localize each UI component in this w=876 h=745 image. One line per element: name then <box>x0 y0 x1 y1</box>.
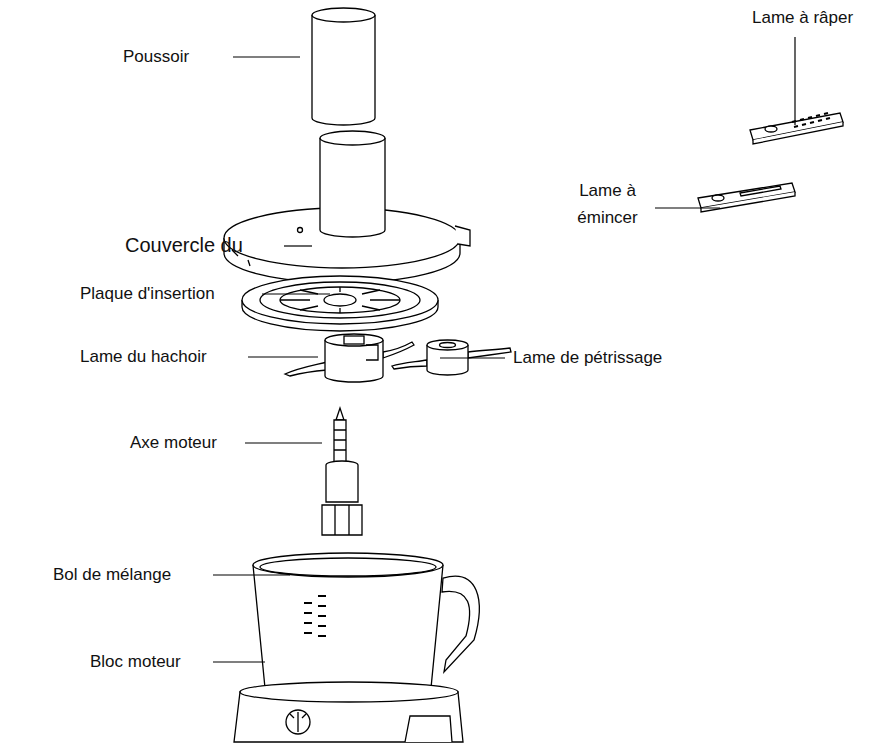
part-label: Lame du hachoir <box>80 346 207 368</box>
part-label: Plaque d'insertion <box>80 283 215 305</box>
bowl-rim <box>253 553 443 577</box>
grating-blade <box>750 113 843 144</box>
leader-line <box>233 56 300 57</box>
plate-ring <box>280 287 400 313</box>
part-label: Bol de mélange <box>53 564 171 586</box>
kneading-blade <box>392 340 511 375</box>
part-label: Poussoir <box>123 46 189 68</box>
slicing-hole <box>712 195 724 201</box>
grating-teeth <box>792 113 830 127</box>
plate-hub <box>324 294 356 306</box>
part-label: Lame à émincer <box>560 177 655 231</box>
lid <box>224 131 470 283</box>
plate-ribs <box>280 287 400 313</box>
blade-hub-top <box>325 334 383 346</box>
plate-top <box>242 276 438 324</box>
pusher-top <box>312 8 375 22</box>
blade-arm <box>285 362 327 376</box>
slicing-slot <box>740 186 781 196</box>
bowl-handle <box>442 576 479 672</box>
pusher-body <box>312 15 375 125</box>
blade-arm <box>383 342 414 358</box>
shaft-tip <box>336 408 344 420</box>
part-label: Lame à râper <box>752 7 853 29</box>
shaft-hex <box>322 505 362 535</box>
blade-hub-top <box>427 340 468 350</box>
blade-arm <box>392 360 427 369</box>
part-label: Bloc moteur <box>90 651 181 673</box>
blade-arm <box>468 348 511 358</box>
leader-line <box>794 37 795 125</box>
leader-line <box>284 245 312 246</box>
grating-plate-edge <box>753 122 843 144</box>
part-label: Couvercle du <box>125 234 243 256</box>
leader-line <box>213 574 290 575</box>
chopper-blade <box>285 334 414 382</box>
leader-line <box>655 207 720 208</box>
grating-hole <box>765 126 777 132</box>
bowl-markings <box>304 596 326 636</box>
leader-line <box>440 357 505 358</box>
control-knob <box>286 710 310 734</box>
leader-line <box>245 442 322 443</box>
bowl-body <box>253 565 443 698</box>
blade-hub-detail <box>366 345 378 360</box>
control-knob-marks <box>290 712 306 732</box>
insertion-plate <box>242 276 438 331</box>
blade-hub-hole <box>440 343 456 348</box>
shaft-hex-edges <box>335 505 349 535</box>
leader-lines <box>213 37 795 662</box>
shaft-body <box>326 461 358 502</box>
base-cutout <box>405 716 452 742</box>
feed-chute <box>320 138 385 237</box>
blade-hub-socket <box>344 336 364 344</box>
bowl-inner-rim <box>260 558 436 576</box>
part-label: Axe moteur <box>130 432 217 454</box>
lid-tab <box>455 226 470 246</box>
leader-line <box>262 293 330 294</box>
part-label: Lame de pétrissage <box>513 347 662 369</box>
motor-base <box>234 682 463 742</box>
lid-hole <box>298 228 303 233</box>
base-top <box>240 682 458 702</box>
plate-ring <box>260 282 420 318</box>
pusher <box>312 8 375 125</box>
drive-shaft <box>322 408 362 535</box>
shaft-pin <box>334 420 346 462</box>
shaft-ridges <box>334 430 346 450</box>
leader-line <box>248 356 318 357</box>
leader-line <box>213 661 265 662</box>
feed-chute-top <box>320 131 385 145</box>
